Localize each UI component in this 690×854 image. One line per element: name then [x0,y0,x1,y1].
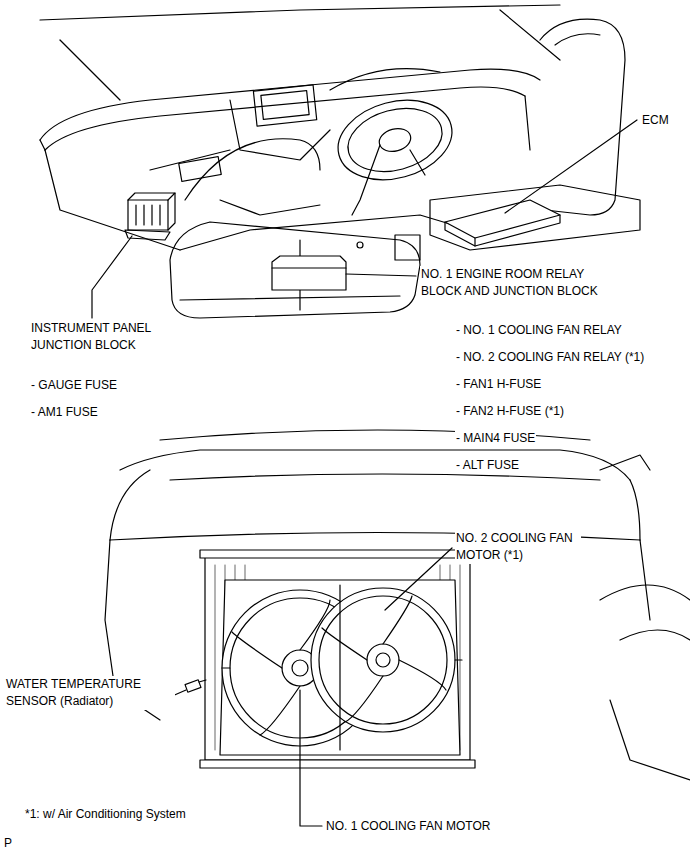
front-illustration [105,430,690,780]
part-label: INSTRUMENT PANEL JUNCTION BLOCK [30,320,192,354]
part-label: - ALT FUSE [455,457,520,474]
junction-block-symbol [125,193,175,240]
cabin-illustration [40,5,640,318]
leader-line [300,690,322,826]
leader-line [346,274,416,276]
part-label: - MAIN4 FUSE [455,430,536,447]
part-label: - NO. 2 COOLING FAN RELAY (*1) [455,349,645,366]
part-label: - GAUGE FUSE [30,377,118,394]
part-label: - AM1 FUSE [30,404,99,421]
part-label: - NO. 1 COOLING FAN RELAY [455,322,623,339]
relay-block-symbol [272,256,346,290]
part-label: NO. 1 COOLING FAN MOTOR [325,818,491,835]
leader-line [92,236,132,318]
part-label: NO. 2 COOLING FAN MOTOR (*1) [455,530,581,564]
sensor-symbol [185,680,206,692]
part-label: WATER TEMPERATURE SENSOR (Radiator) [5,676,175,710]
ecm-symbol [445,200,560,246]
leader-line [385,548,452,610]
part-label: *1: w/ Air Conditioning System [24,806,187,823]
page-mark: P [3,835,13,852]
part-label: - FAN1 H-FUSE [455,376,542,393]
part-label: - FAN2 H-FUSE (*1) [455,403,565,420]
leader-line [505,120,637,213]
part-label: ECM [641,112,670,129]
part-label: NO. 1 ENGINE ROOM RELAY BLOCK AND JUNCTI… [420,266,627,300]
